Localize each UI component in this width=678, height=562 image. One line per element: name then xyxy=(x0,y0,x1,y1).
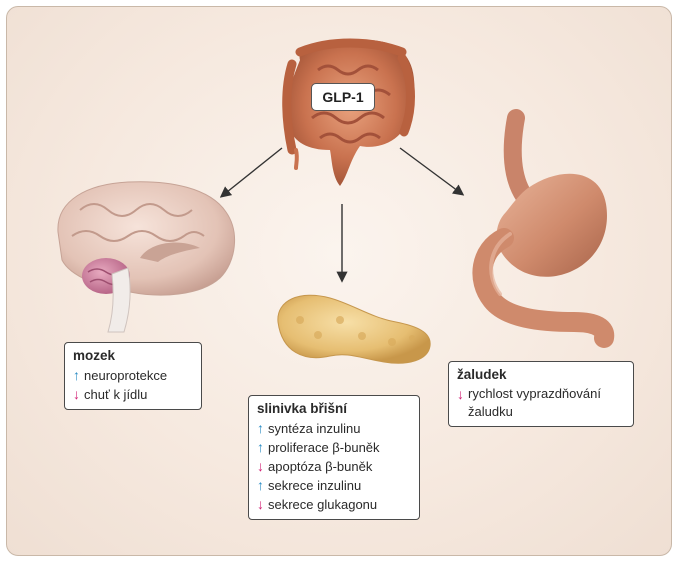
brain-title: mozek xyxy=(73,348,116,363)
stomach-illustration xyxy=(472,109,615,348)
effect-row: ↑ neuroprotekce xyxy=(73,366,193,385)
effect-row: ↑ proliferace β-buněk xyxy=(257,438,411,457)
pancreas-illustration xyxy=(277,294,431,364)
effect-text: rychlost vyprazdňování žaludku xyxy=(468,386,601,419)
decrease-arrow-icon: ↓ xyxy=(457,386,464,402)
pancreas-title: slinivka břišní xyxy=(257,401,348,416)
decrease-arrow-icon: ↓ xyxy=(257,458,264,474)
effect-text: proliferace β-buněk xyxy=(268,440,380,455)
intestine-illustration xyxy=(282,38,415,186)
effect-row: ↑ syntéza inzulinu xyxy=(257,419,411,438)
increase-arrow-icon: ↑ xyxy=(257,477,264,493)
effect-text: chuť k jídlu xyxy=(84,387,148,402)
stomach-title: žaludek xyxy=(457,367,507,382)
effect-row: ↓ apoptóza β-buněk xyxy=(257,457,411,476)
brain-illustration xyxy=(57,181,236,333)
effect-text: sekrece inzulinu xyxy=(268,478,362,493)
effect-row: ↑ sekrece inzulinu xyxy=(257,476,411,495)
stomach-effects-box: žaludek ↓rychlost vyprazdňování žaludku xyxy=(448,361,634,427)
increase-arrow-icon: ↑ xyxy=(257,439,264,455)
increase-arrow-icon: ↑ xyxy=(257,420,264,436)
decrease-arrow-icon: ↓ xyxy=(257,496,264,512)
glp1-label: GLP-1 xyxy=(311,83,375,111)
increase-arrow-icon: ↑ xyxy=(73,367,80,383)
effect-text: sekrece glukagonu xyxy=(268,497,378,512)
effect-arrows xyxy=(219,147,465,283)
effect-row: ↓ chuť k jídlu xyxy=(73,385,193,404)
decrease-arrow-icon: ↓ xyxy=(73,386,80,402)
effect-row: ↓ sekrece glukagonu xyxy=(257,495,411,514)
effect-text: neuroprotekce xyxy=(84,368,168,383)
brain-effects-box: mozek ↑ neuroprotekce ↓ chuť k jídlu xyxy=(64,342,202,410)
effect-text: apoptóza β-buněk xyxy=(268,459,373,474)
effect-row: ↓rychlost vyprazdňování žaludku xyxy=(457,385,625,421)
pancreas-effects-box: slinivka břišní ↑ syntéza inzulinu ↑ proli… xyxy=(248,395,420,520)
effect-text: syntéza inzulinu xyxy=(268,421,361,436)
